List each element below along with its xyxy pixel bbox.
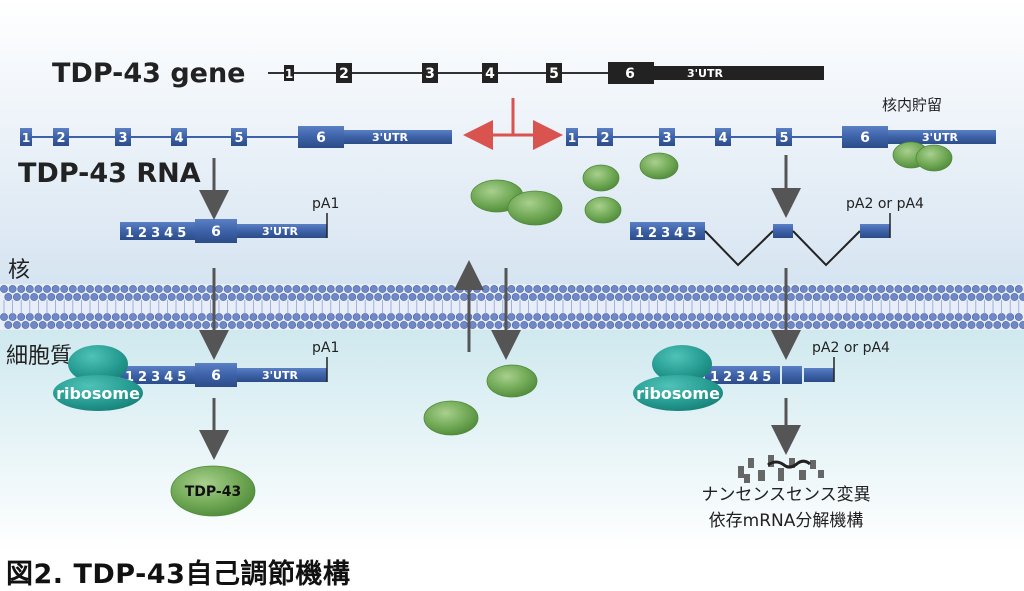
tdp43-autoregulation-diagram: TDP-43 gene 1 2 3 4 5 6 3'UTR 1 2 3 4 5 …	[0, 0, 1024, 552]
polya-label: pA1	[312, 340, 339, 356]
svg-text:3'UTR: 3'UTR	[922, 131, 958, 144]
svg-text:6: 6	[625, 66, 635, 82]
svg-text:6: 6	[860, 130, 870, 146]
rna-right-3utr: 3'UTR	[888, 130, 996, 144]
protein-blob	[916, 145, 952, 171]
svg-text:4: 4	[485, 66, 495, 82]
svg-text:2: 2	[56, 131, 65, 146]
nuclear-retention-label: 核内貯留	[882, 96, 942, 114]
cytoplasm-background	[0, 330, 1024, 552]
svg-text:3'UTR: 3'UTR	[687, 67, 723, 80]
ribosome-label: ribosome	[56, 384, 140, 403]
svg-text:2: 2	[339, 66, 349, 82]
svg-text:2: 2	[600, 131, 609, 146]
rna-left-exon-4: 4	[171, 128, 187, 146]
rna-left-3utr: 3'UTR	[344, 130, 452, 144]
svg-text:3'UTR: 3'UTR	[262, 369, 298, 382]
protein-label: TDP-43	[185, 484, 241, 500]
gene-exon-6: 6	[608, 62, 654, 84]
rna-left-exon-6: 6	[298, 126, 344, 148]
svg-text:4: 4	[718, 131, 727, 146]
rna-left-exon-5: 5	[231, 128, 247, 146]
svg-text:6: 6	[211, 224, 221, 240]
svg-text:1: 1	[568, 131, 576, 145]
svg-text:3: 3	[425, 66, 435, 82]
polya-label: pA2 or pA4	[812, 340, 890, 356]
gene-exon-5: 5	[546, 63, 562, 83]
nmd-label-line1: ナンセンスセンス変異	[701, 485, 870, 505]
rna-right-exon-1: 1	[566, 128, 578, 146]
protein-blob	[640, 153, 678, 179]
svg-text:6: 6	[316, 130, 326, 146]
svg-text:3'UTR: 3'UTR	[262, 225, 298, 238]
svg-text:1: 1	[22, 131, 30, 145]
svg-text:5: 5	[779, 131, 788, 146]
svg-text:3: 3	[118, 131, 127, 146]
svg-text:5: 5	[549, 66, 559, 82]
svg-text:4: 4	[174, 131, 183, 146]
gene-exon-2: 2	[336, 63, 352, 83]
protein-blob	[585, 197, 621, 223]
rna-right-exon-5: 5	[776, 128, 792, 146]
gene-title: TDP-43 gene	[52, 58, 246, 89]
rna-right-exon-6: 6	[842, 126, 888, 148]
nuclear-membrane	[0, 284, 1024, 330]
protein-blob	[424, 401, 478, 435]
rna-left-exon-1: 1	[20, 128, 32, 146]
rna-left-exon-2: 2	[53, 128, 69, 146]
svg-text:3: 3	[662, 131, 671, 146]
protein-blob	[487, 365, 537, 397]
rna-left-exon-3: 3	[115, 128, 131, 146]
nmd-label-line2: 依存mRNA分解機構	[709, 511, 864, 531]
rna-right-exon-4: 4	[715, 128, 731, 146]
polya-label: pA2 or pA4	[846, 196, 924, 212]
gene-exon-3: 3	[422, 63, 438, 83]
gene-exon-4: 4	[482, 63, 498, 83]
protein-blob	[583, 165, 619, 191]
rna-right-exon-3: 3	[659, 128, 675, 146]
nucleus-label: 核	[8, 258, 30, 283]
gene-3utr: 3'UTR	[654, 66, 824, 80]
svg-text:5: 5	[234, 131, 243, 146]
cytoplasm-label: 細胞質	[6, 344, 72, 369]
ribosome-label: ribosome	[636, 384, 720, 403]
rna-right-exon-2: 2	[597, 128, 613, 146]
rna-title: TDP-43 RNA	[18, 158, 201, 189]
gene-exon-1: 1	[284, 65, 294, 81]
tdp43-protein-product: TDP-43	[171, 466, 255, 516]
protein-blob	[508, 191, 562, 225]
figure-caption: 図2. TDP-43自己調節機構	[6, 552, 350, 591]
svg-text:6: 6	[211, 368, 221, 384]
svg-text:3'UTR: 3'UTR	[372, 131, 408, 144]
polya-label: pA1	[312, 196, 339, 212]
svg-text:1: 1	[285, 67, 293, 81]
